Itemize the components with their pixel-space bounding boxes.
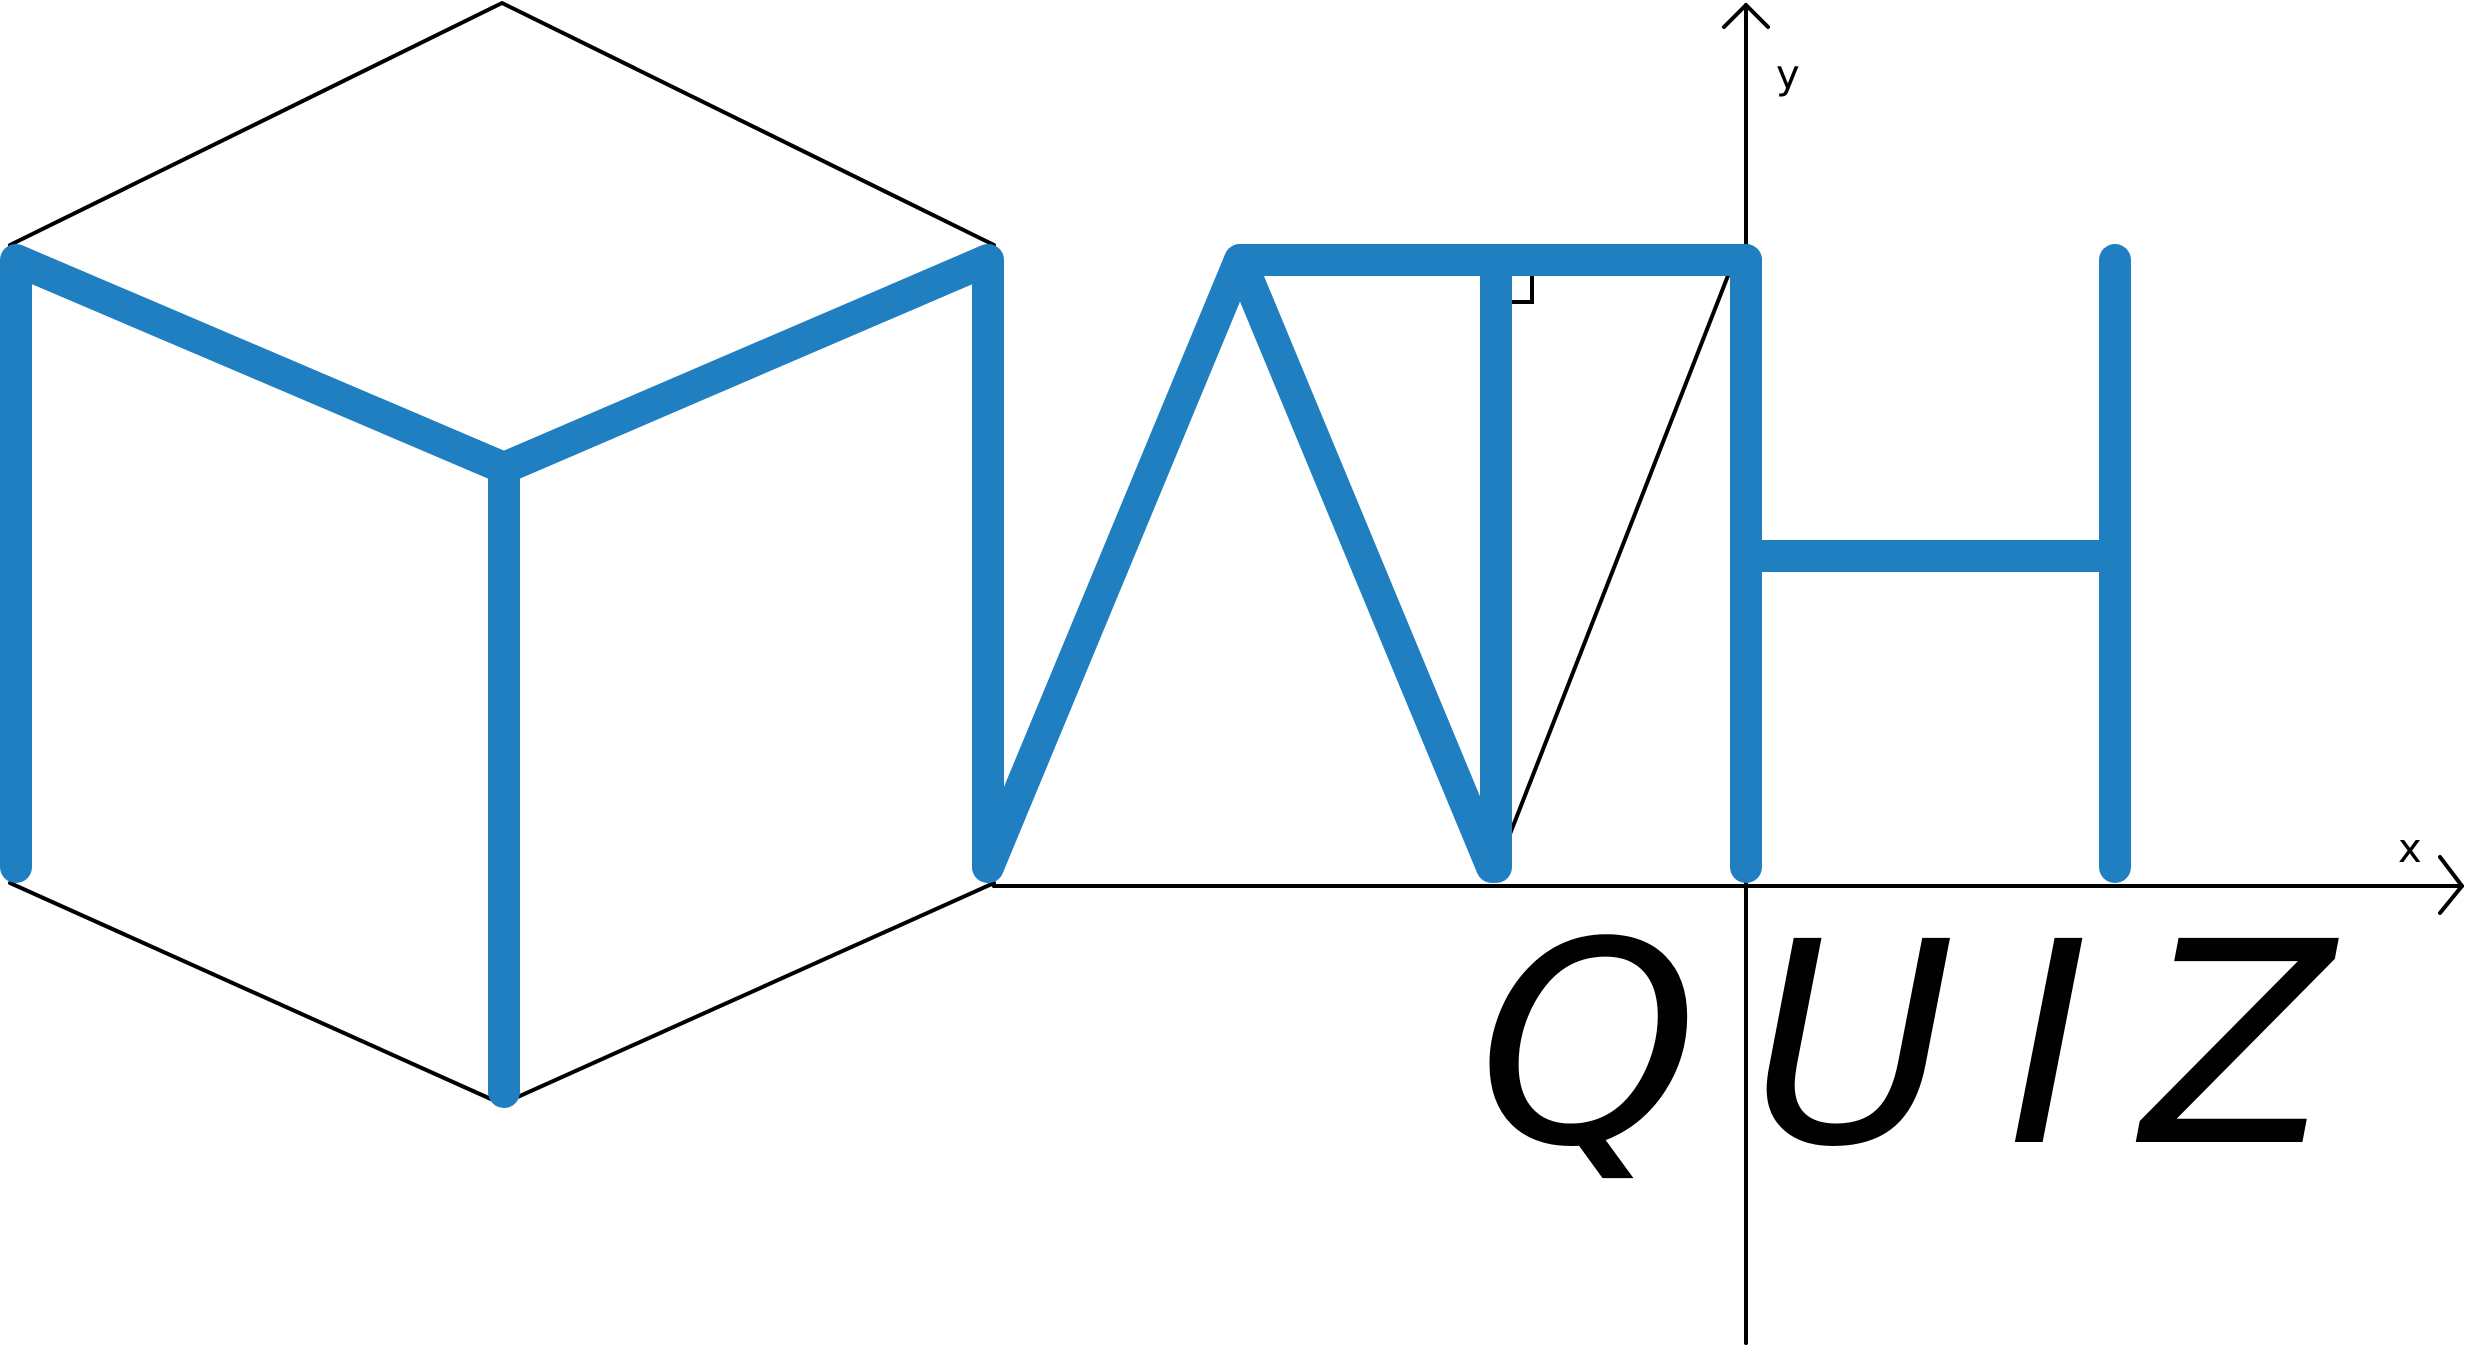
math-letterforms <box>0 244 2131 1108</box>
y-axis-arrowhead-icon <box>1722 3 1770 29</box>
quiz-subtitle: QUIZ <box>1478 883 2386 1209</box>
cube-top-face-outline <box>8 1 996 247</box>
x-axis-label: x <box>2398 826 2422 872</box>
triangle-hypotenuse <box>1490 248 1740 882</box>
y-axis-label: y <box>1776 52 1800 98</box>
x-axis-arrowhead-icon <box>2438 855 2464 915</box>
letter-a <box>972 244 1508 883</box>
